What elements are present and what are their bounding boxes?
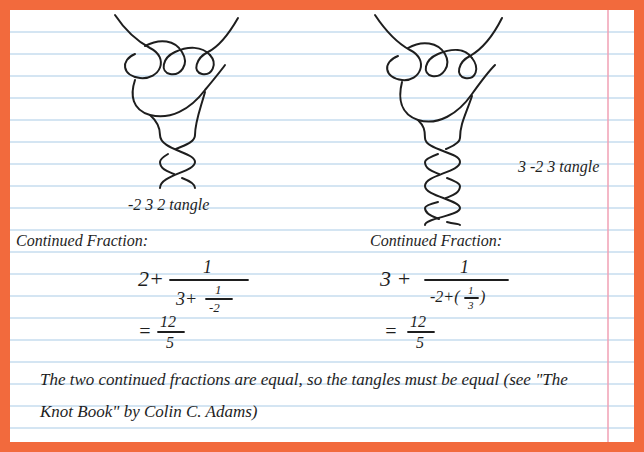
margin-line [607, 10, 609, 442]
fraction-numerator: 1 [215, 283, 222, 298]
fraction-term: 3 + [380, 266, 411, 291]
section-heading: Continued Fraction: [16, 232, 148, 250]
fraction-numerator: 1 [203, 257, 212, 278]
fraction-numerator: 12 [160, 313, 176, 331]
fraction-bars [158, 280, 508, 332]
fraction-term: 3+ [176, 289, 197, 310]
tangle-name: -2 3 2 tangle [128, 196, 209, 214]
fraction-term: 2+ [138, 266, 164, 291]
fraction-numerator: 1 [460, 257, 469, 278]
equals-sign: = [138, 320, 152, 343]
section-heading: Continued Fraction: [370, 232, 502, 250]
conclusion-note: The two continued fractions are equal, s… [40, 364, 600, 428]
fraction-term: -2+( [430, 288, 459, 306]
fraction-numerator: 12 [410, 313, 426, 331]
ruled-lines [10, 32, 634, 428]
fraction-denominator: -2 [209, 301, 220, 316]
left-tangle [115, 15, 238, 188]
fraction-denominator: 3 [468, 299, 474, 312]
fraction-denominator: 5 [416, 334, 424, 352]
equals-sign: = [384, 320, 398, 343]
fraction-numerator: 1 [468, 284, 474, 297]
fraction-denominator: 5 [166, 334, 174, 352]
tangle-name: 3 -2 3 tangle [518, 158, 599, 176]
right-tangle [375, 15, 502, 225]
notebook-page: -2 3 2 tangle 3 -2 3 tangleContinued Frac… [10, 10, 634, 442]
fraction-term: ) [480, 288, 485, 306]
